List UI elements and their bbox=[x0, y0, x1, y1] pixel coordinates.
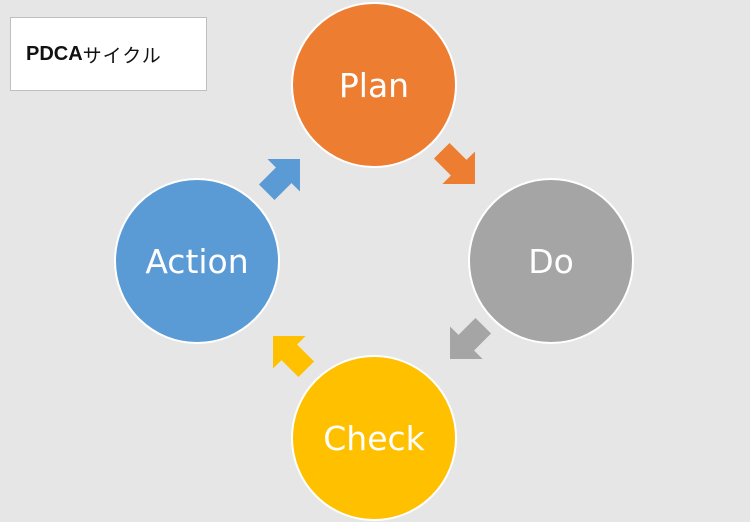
check-label: Check bbox=[323, 418, 425, 458]
action-label: Action bbox=[145, 241, 249, 281]
plan-label: Plan bbox=[338, 65, 410, 105]
arrow-up-left-icon bbox=[273, 336, 315, 378]
title-suffix: サイクル bbox=[82, 44, 162, 67]
arrow-down-right-icon bbox=[433, 142, 475, 184]
do-label: Do bbox=[528, 241, 574, 281]
do-circle: Do bbox=[468, 178, 634, 344]
arrow-up-right-icon bbox=[258, 159, 300, 201]
title-pdca: PDCA bbox=[26, 42, 83, 65]
arrow-down-left-icon bbox=[450, 317, 492, 359]
check-circle: Check bbox=[291, 355, 457, 521]
plan-circle: Plan bbox=[291, 2, 457, 168]
action-circle: Action bbox=[114, 178, 280, 344]
